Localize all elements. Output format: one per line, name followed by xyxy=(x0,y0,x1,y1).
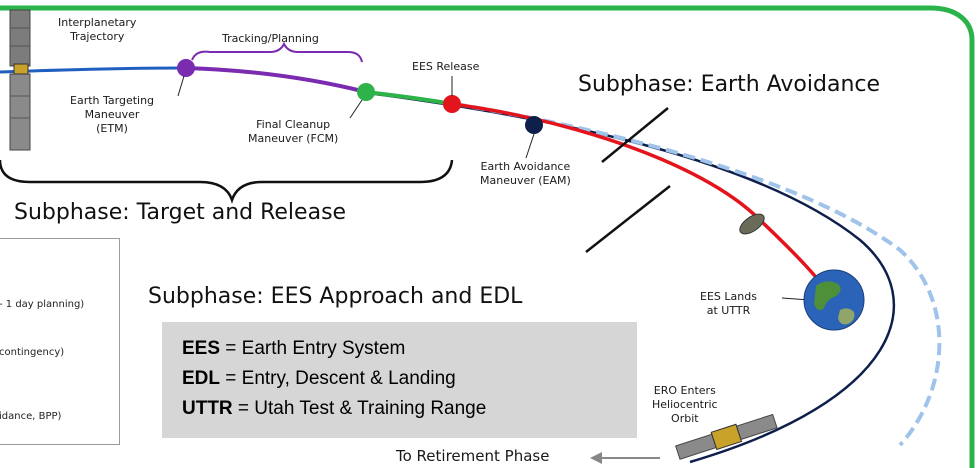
ero-spacecraft-icon xyxy=(675,413,778,460)
fcm-label: Final Cleanup Maneuver (FCM) xyxy=(248,118,339,145)
ees-release-label: EES Release xyxy=(412,60,480,73)
legend-abbr: EDL xyxy=(182,368,220,389)
legend-row-ees: EES = Earth Entry System xyxy=(182,338,405,360)
side-notes-box: - 1 day planning) contingency) idance, B… xyxy=(0,238,120,445)
release-segment-line xyxy=(365,90,453,106)
target-release-bracket xyxy=(0,159,454,204)
orbiter-spacecraft-icon xyxy=(9,9,31,151)
etm-marker xyxy=(177,59,195,77)
side-note-line: - 1 day planning) xyxy=(0,299,85,310)
legend-abbr: UTTR xyxy=(182,398,233,419)
tracking-brace xyxy=(191,41,363,63)
subphase-approach-edl: Subphase: EES Approach and EDL xyxy=(148,284,523,309)
tracking-planning-label: Tracking/Planning xyxy=(222,32,319,45)
legend-row-uttr: UTTR = Utah Test & Training Range xyxy=(182,398,486,420)
eam-callout xyxy=(525,133,535,159)
side-note-line: contingency) xyxy=(0,347,65,358)
edl-pointer xyxy=(585,185,671,253)
eam-marker xyxy=(525,116,543,134)
ees-lands-label: EES Lands at UTTR xyxy=(700,290,757,317)
legend-text: = Earth Entry System xyxy=(220,338,406,359)
earth-icon xyxy=(803,269,865,331)
ero-enters-label: ERO Enters Heliocentric Orbit xyxy=(652,384,718,425)
earth-avoidance-pointer xyxy=(601,107,669,163)
tracking-segment-line xyxy=(185,66,367,94)
legend-text: = Entry, Descent & Landing xyxy=(220,368,456,389)
fcm-marker xyxy=(357,83,375,101)
ees-capsule-icon xyxy=(739,213,765,235)
etm-label: Earth Targeting Maneuver (ETM) xyxy=(70,94,155,135)
legend-abbr: EES xyxy=(182,338,221,359)
legend-text: = Utah Test & Training Range xyxy=(232,398,487,419)
side-note-line: idance, BPP) xyxy=(0,411,62,422)
acronym-legend: EES = Earth Entry System EDL = Entry, De… xyxy=(162,322,637,438)
interplanetary-trajectory-label: Interplanetary Trajectory xyxy=(58,16,137,43)
ees-release-marker xyxy=(443,95,461,113)
retirement-arrowhead xyxy=(590,452,602,464)
subphase-target-release: Subphase: Target and Release xyxy=(14,200,347,225)
subphase-earth-avoidance: Subphase: Earth Avoidance xyxy=(578,72,881,97)
eam-label: Earth Avoidance Maneuver (EAM) xyxy=(480,160,571,187)
etm-callout xyxy=(177,75,185,97)
fcm-callout xyxy=(349,99,363,119)
to-retirement-label: To Retirement Phase xyxy=(396,447,550,465)
legend-row-edl: EDL = Entry, Descent & Landing xyxy=(182,368,456,390)
dashed-avoidance-path xyxy=(454,102,942,447)
ees-entry-trajectory-line xyxy=(451,102,832,297)
frame-border xyxy=(0,5,975,468)
